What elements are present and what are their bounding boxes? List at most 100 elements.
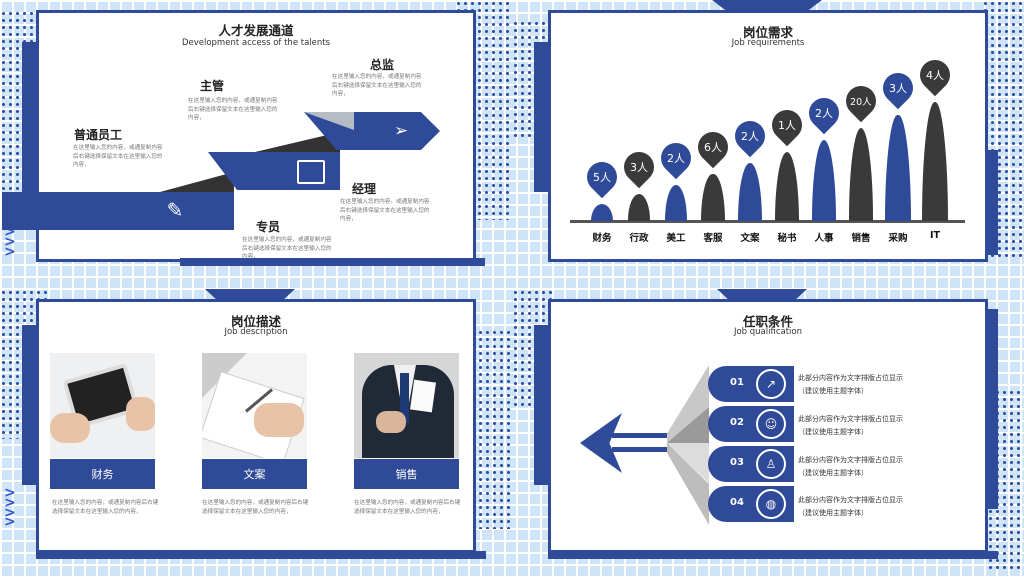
chart-peak (922, 102, 948, 221)
category-label: 行政 (629, 233, 649, 244)
left-accent-bar (22, 325, 38, 485)
chart-peak (811, 140, 837, 221)
left-accent-bar (534, 325, 550, 485)
arrow-shaft (612, 447, 668, 452)
value-label: 3人 (630, 161, 648, 175)
job-card-label: 销售 (354, 459, 459, 489)
globe-icon: ◍ (756, 489, 786, 519)
category-label: 销售 (851, 233, 871, 244)
arrow-shaft (612, 433, 668, 438)
item-line: 此部分内容作为文字排版占位显示 (798, 496, 903, 504)
value-marker: 1人 (765, 103, 809, 147)
slide-job-description: >>>> 岗位描述 Job description 财务 在这里输入您的内容，或… (0, 289, 512, 577)
category-label: 人事 (814, 233, 834, 244)
category-label: IT (929, 230, 940, 241)
bottom-accent-bar (36, 551, 486, 559)
level-name: 普通员工 (74, 128, 123, 142)
left-accent-bar (22, 42, 38, 192)
item-number: 02 (730, 417, 744, 428)
value-label: 2人 (667, 151, 685, 165)
chart-peak (848, 127, 874, 221)
copywriting-photo (202, 353, 307, 458)
item-line: 此部分内容作为文字排版占位显示 (798, 374, 903, 382)
category-label: 财务 (592, 233, 612, 244)
value-marker: 3人 (617, 146, 661, 189)
item-number: 04 (730, 497, 744, 508)
slide-title: 岗位描述 (230, 314, 281, 329)
team-icon: ☺ (756, 409, 786, 439)
chart-peak (738, 163, 762, 221)
value-label: 3人 (889, 82, 907, 96)
slide-title: 岗位需求 (742, 25, 793, 40)
level-name: 专员 (256, 220, 281, 234)
chart-baseline (570, 220, 965, 223)
step-base (2, 192, 234, 230)
finance-photo (50, 353, 155, 458)
category-label: 文案 (740, 233, 760, 244)
job-card-text: 在这里输入您的内容，或通复制内容后右键选择保留文本在这里输入您的内容， (354, 500, 461, 515)
value-label: 1人 (778, 118, 796, 132)
item-line: 此部分内容作为文字排版占位显示 (798, 456, 903, 464)
item-number: 03 (730, 457, 744, 468)
chart-peak (775, 151, 799, 221)
category-label: 客服 (703, 233, 723, 244)
value-label: 6人 (704, 141, 722, 155)
sales-photo (354, 353, 459, 458)
item-note: （建议使用主题字体） (798, 387, 868, 396)
right-accent-bar (988, 309, 998, 509)
zigzag-decor: >>>> (4, 485, 16, 531)
dot-pattern (470, 329, 512, 529)
paper-plane-icon: ➢ (394, 121, 409, 141)
monitor-icon (297, 160, 325, 184)
qualification-item[interactable]: 03 ♙ (708, 446, 794, 482)
slide-talent-development: >>> 人才发展通道 Development access of the tal… (0, 0, 512, 288)
job-card-text: 在这里输入您的内容，或通复制内容后右键选择保留文本在这里输入您的内容， (52, 500, 159, 515)
right-accent-bar (988, 150, 998, 255)
item-text: 此部分内容作为文字排版占位显示（建议使用主题字体） (798, 454, 903, 481)
qualification-item[interactable]: 02 ☺ (708, 406, 794, 442)
category-label: 秘书 (777, 233, 797, 244)
item-line: 此部分内容作为文字排版占位显示 (798, 415, 903, 423)
level-text: 在这里输入您的内容，或通复制内容后右键选择保留文本在这里输入您的内容， (242, 237, 332, 258)
slide-subtitle: Job qualification (733, 327, 803, 337)
slide-title: 任职条件 (742, 314, 793, 329)
level-name: 总监 (370, 58, 395, 72)
left-accent-bar (534, 42, 550, 192)
person-icon: ♙ (756, 449, 786, 479)
chart-peak (591, 204, 613, 221)
value-marker: 3人 (876, 66, 920, 110)
slide-subtitle: Development access of the talents (181, 38, 331, 48)
qualification-item[interactable]: 04 ◍ (708, 486, 794, 522)
title-tab (205, 289, 295, 299)
zigzag-decor: >>> (4, 224, 16, 260)
slide-title: 人才发展通道 (218, 23, 294, 38)
item-text: 此部分内容作为文字排版占位显示 （建议使用主题字体） (798, 494, 903, 521)
value-label: 5人 (593, 171, 611, 184)
bottom-accent-bar (180, 258, 485, 266)
value-marker: 5人 (580, 155, 624, 199)
item-note: （建议使用主题字体） (798, 428, 868, 437)
item-note: （建议使用主题字体） (798, 509, 868, 518)
item-text: 此部分内容作为文字排版占位显示 （建议使用主题字体） (798, 372, 903, 399)
job-card-label: 财务 (50, 459, 155, 489)
qualification-item[interactable]: 01 ↗ (708, 366, 794, 402)
value-marker: 20人 (839, 79, 883, 123)
share-icon: ↗ (756, 369, 786, 399)
item-number: 01 (730, 377, 744, 388)
title-tab (712, 0, 822, 10)
slide-subtitle: Job description (224, 327, 288, 337)
value-marker: 6人 (691, 125, 735, 169)
level-text: 在这里输入您的内容，或通复制内容后右键选择保留文本在这里输入您的内容， (332, 74, 422, 98)
chart-peak (701, 174, 725, 221)
job-card-label: 文案 (202, 459, 307, 489)
slide-subtitle: Job requirements (731, 38, 805, 48)
pencil-icon: ✎ (166, 198, 184, 222)
level-name: 主管 (200, 79, 225, 93)
slide-job-requirements: 岗位需求 Job requirements 5人财务 3人行政 2人美工 6人客服 2人… (512, 0, 1024, 288)
level-name: 经理 (352, 182, 377, 196)
value-label: 2人 (741, 130, 759, 144)
chart-peak (664, 184, 688, 221)
category-label: 美工 (666, 233, 686, 244)
value-label: 20人 (850, 96, 872, 108)
